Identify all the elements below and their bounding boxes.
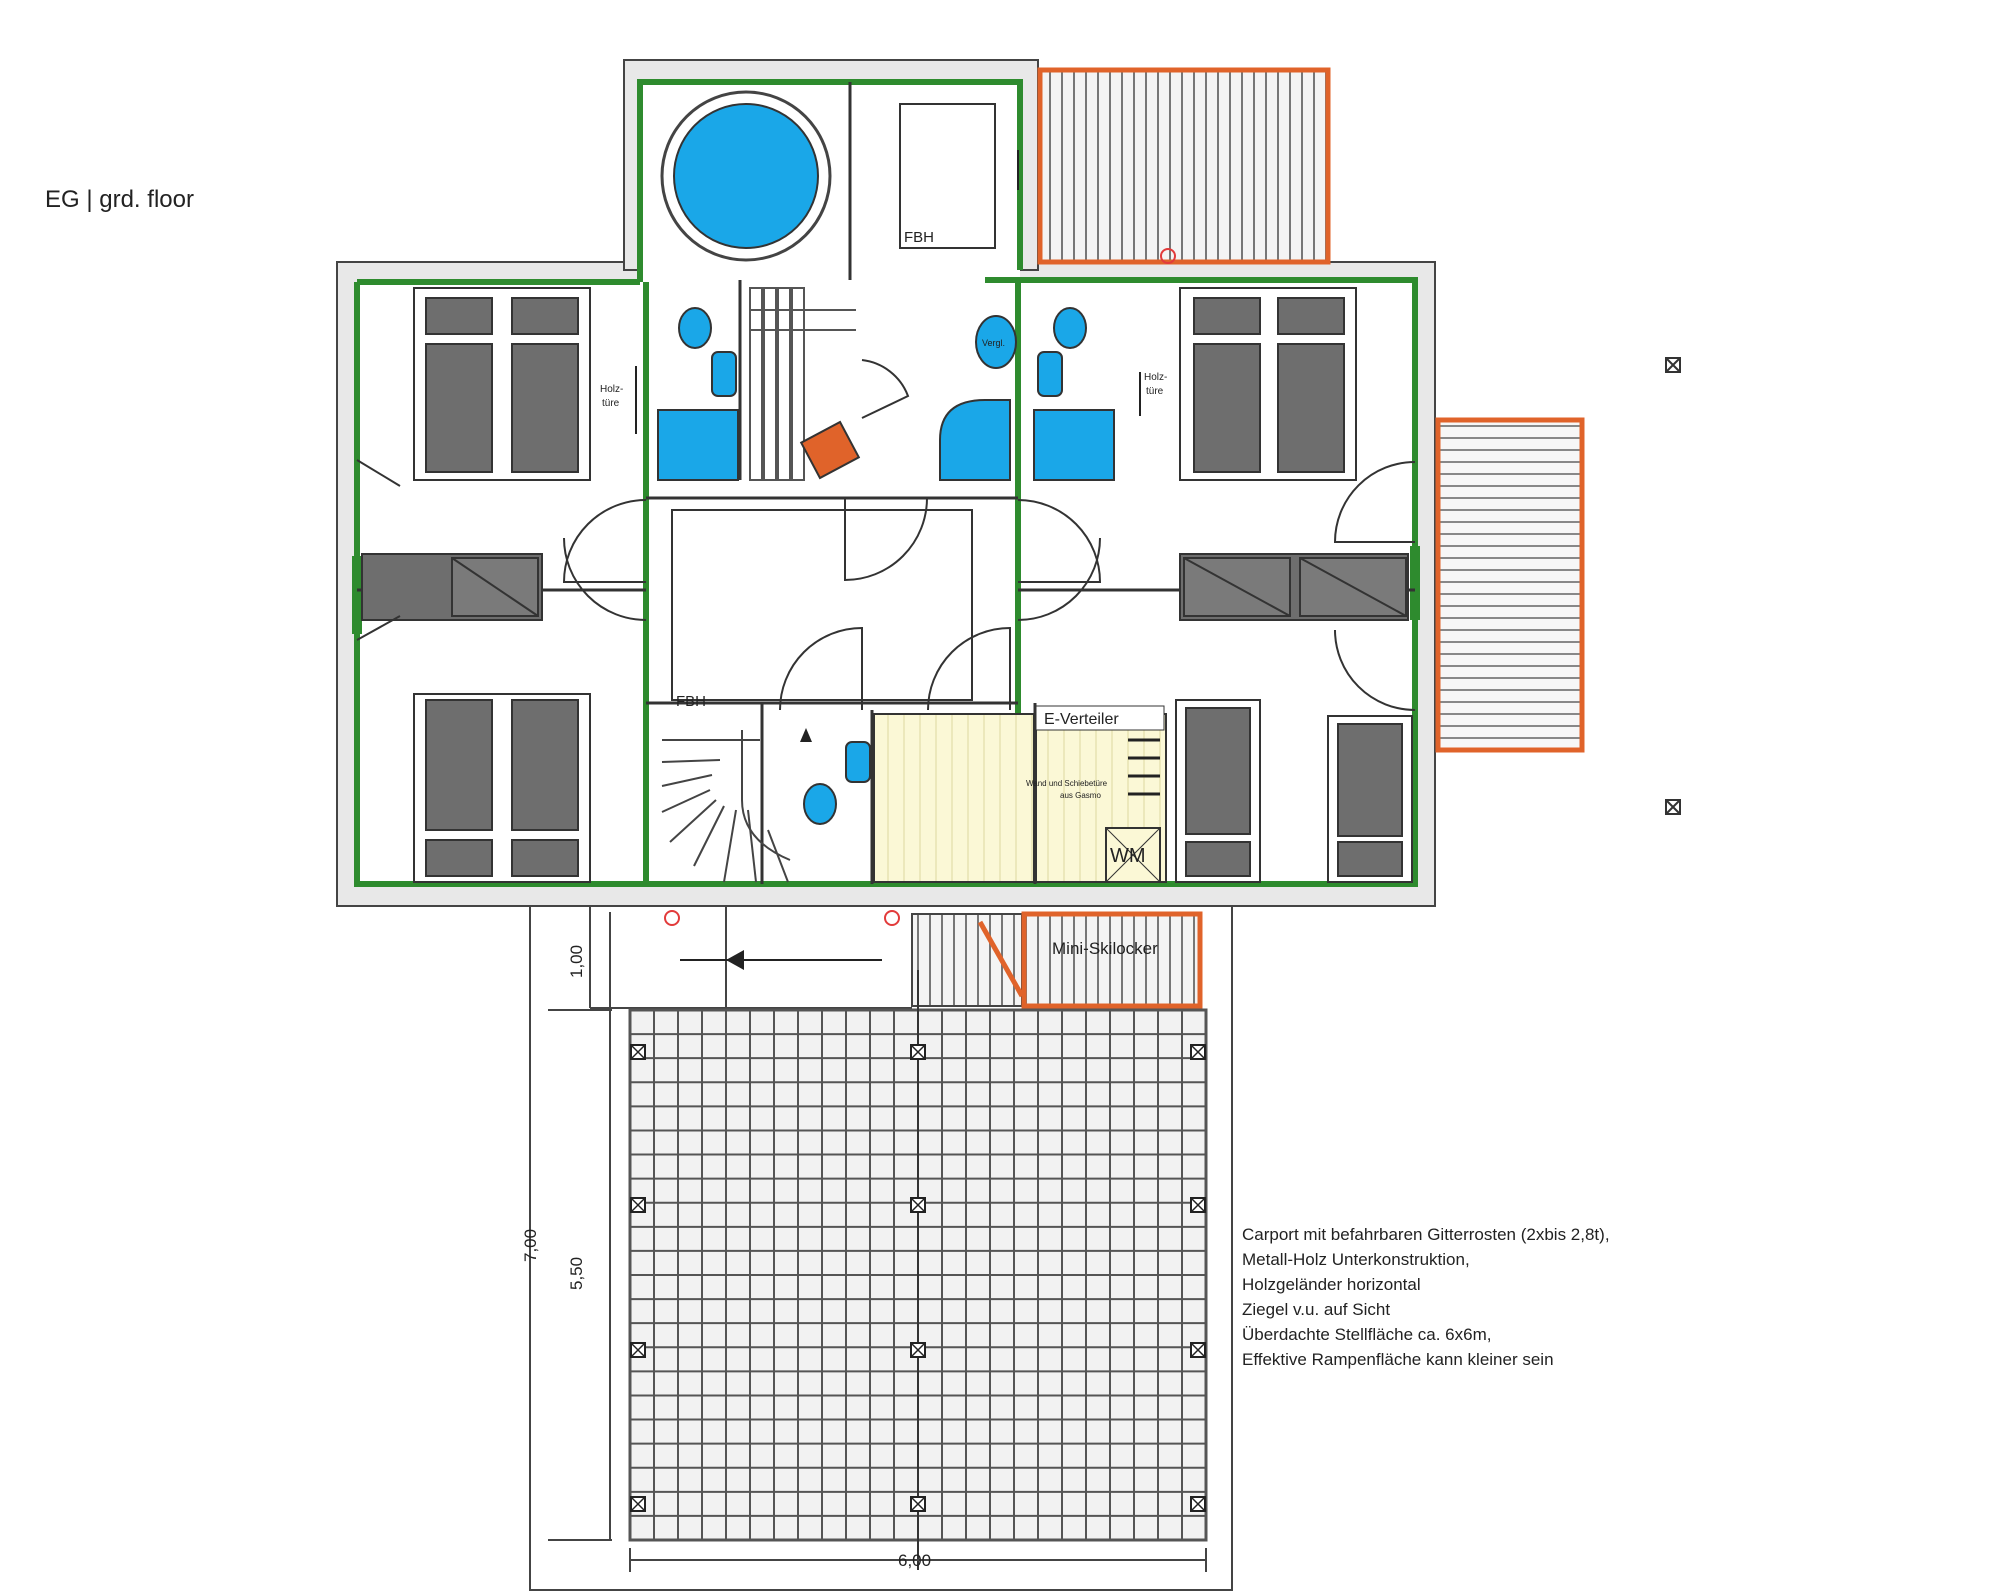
entry-area — [529, 905, 1233, 1591]
column-markers — [1665, 357, 1681, 815]
dim-7-00: 7,00 — [521, 1229, 540, 1262]
dim-6-00: 6,00 — [898, 1551, 931, 1570]
tuere-label-left: türe — [602, 398, 620, 409]
vergl-label: Vergl. — [982, 338, 1005, 348]
note-line: Carport mit befahrbaren Gitterrosten (2x… — [1242, 1225, 1610, 1244]
sauna-benches — [749, 287, 856, 481]
verteiler-label: E-Verteiler — [1044, 711, 1119, 728]
note-line: Effektive Rampenfläche kann kleiner sein — [1242, 1350, 1554, 1369]
holz-label-left: Holz- — [600, 384, 623, 395]
carport-grid — [628, 970, 1208, 1570]
sliding-door-arrows — [635, 150, 1141, 434]
dimension-lines — [529, 906, 1207, 1590]
wardrobes — [361, 553, 1409, 621]
note-line: Metall-Holz Unterkonstruktion, — [1242, 1250, 1470, 1269]
holz-label-right: Holz- — [1144, 372, 1167, 383]
ski-locker-label: Mini-Skilocker — [1052, 939, 1158, 958]
carport-notes: Carport mit befahrbaren Gitterrosten (2x… — [1242, 1222, 1610, 1372]
stair-arrow-up — [800, 728, 812, 742]
note-line: Holzgeländer horizontal — [1242, 1275, 1421, 1294]
note-line: Überdachte Stellfläche ca. 6x6m, — [1242, 1325, 1492, 1344]
sauna-chair — [799, 420, 861, 480]
dim-1-00: 1,00 — [567, 945, 586, 978]
fbh-top-area — [899, 103, 996, 249]
balcony-top — [1037, 67, 1331, 265]
floor-title: EG | grd. floor — [45, 186, 194, 213]
wand-label-1: Wand und Schiebetüre — [1026, 779, 1108, 788]
fbh-center-label: FBH — [676, 693, 706, 710]
dim-5-50: 5,50 — [567, 1257, 586, 1290]
wm-label: WM — [1110, 845, 1146, 867]
round-tub — [660, 90, 832, 262]
balcony-right — [1435, 417, 1585, 753]
beds — [413, 287, 1413, 883]
fbh-top-label: FBH — [904, 229, 934, 246]
red-markers — [664, 248, 1176, 926]
verteiler-box — [1035, 705, 1165, 731]
wand-label-2: aus Gasmo — [1060, 791, 1101, 800]
bath-fixtures — [657, 307, 1115, 825]
staircase — [661, 730, 807, 883]
shelf-lines — [1128, 738, 1160, 796]
tuere-label-right: türe — [1146, 386, 1164, 397]
fbh-center-area — [671, 509, 973, 701]
utility-room — [873, 713, 1035, 883]
note-line: Ziegel v.u. auf Sicht — [1242, 1300, 1391, 1319]
